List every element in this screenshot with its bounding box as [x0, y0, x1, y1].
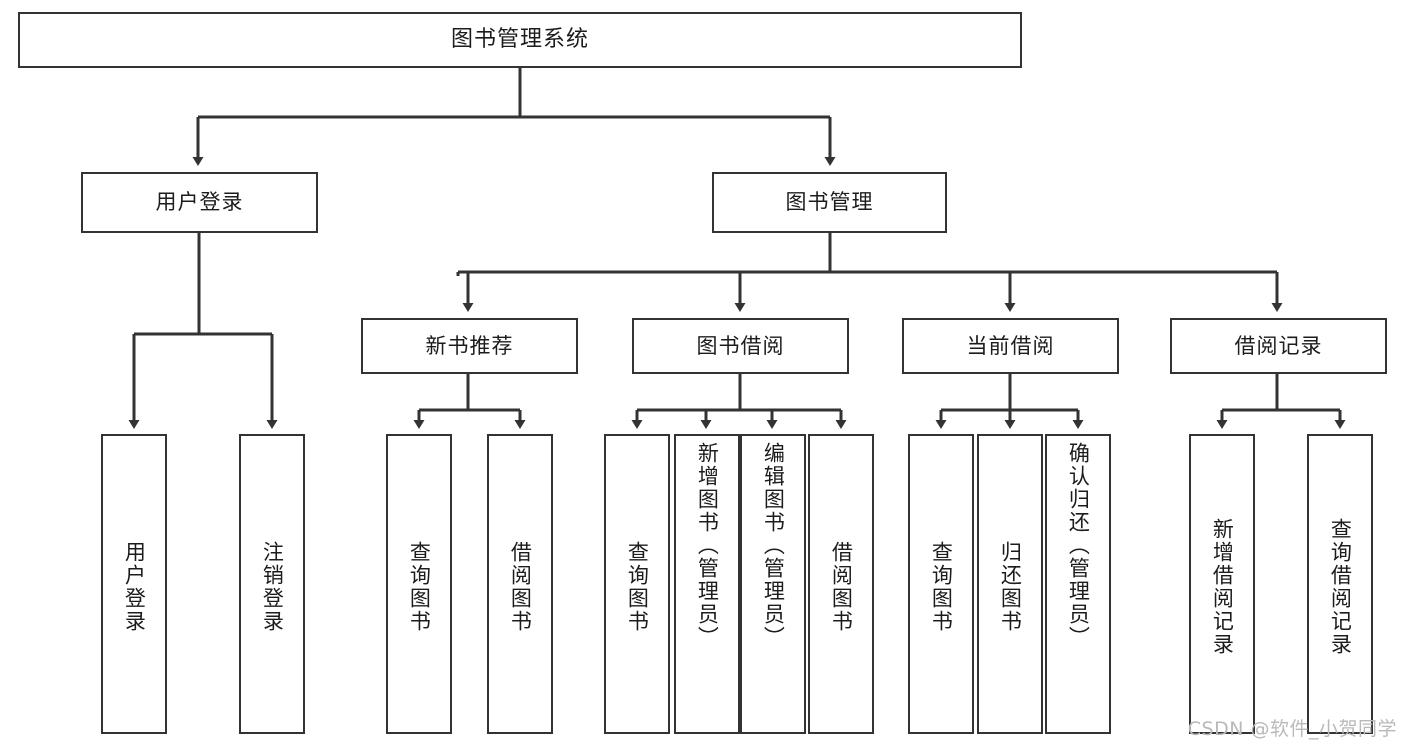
- node-book-manage[interactable]: 图书管理: [712, 172, 947, 233]
- leaf-confirm-return[interactable]: 确认归还（管理员）: [1045, 434, 1111, 734]
- leaf-query-book-recommend[interactable]: 查询图书: [386, 434, 452, 734]
- node-root-book-management-system[interactable]: 图书管理系统: [18, 12, 1022, 68]
- leaf-return-book[interactable]: 归还图书: [977, 434, 1043, 734]
- leaf-query-book-borrow[interactable]: 查询图书: [604, 434, 670, 734]
- leaf-query-book-borrow-text: 查询图书: [625, 541, 650, 633]
- leaf-query-borrow-record-text: 查询借阅记录: [1328, 518, 1353, 656]
- leaf-query-book-current[interactable]: 查询图书: [908, 434, 974, 734]
- leaf-confirm-return-text: 确认归还（管理员）: [1066, 442, 1091, 649]
- leaf-user-login-text: 用户登录: [122, 541, 147, 633]
- watermark-text: CSDN @软件_小贺同学: [1187, 718, 1397, 740]
- leaf-borrow-book-recommend[interactable]: 借阅图书: [487, 434, 553, 734]
- node-book-borrow[interactable]: 图书借阅: [632, 318, 849, 374]
- leaf-user-logout-text: 注销登录: [260, 541, 285, 633]
- leaf-query-book-current-text: 查询图书: [929, 541, 954, 633]
- leaf-add-book[interactable]: 新增图书（管理员）: [674, 434, 740, 734]
- leaf-add-borrow-record-text: 新增借阅记录: [1210, 518, 1235, 656]
- node-user-login[interactable]: 用户登录: [81, 172, 318, 233]
- node-book-borrow-label: 图书借阅: [696, 333, 785, 358]
- leaf-borrow-book-recommend-text: 借阅图书: [508, 541, 533, 633]
- leaf-edit-book-text: 编辑图书（管理员）: [761, 442, 786, 649]
- node-root-label: 图书管理系统: [450, 27, 589, 53]
- leaf-borrow-book[interactable]: 借阅图书: [808, 434, 874, 734]
- node-current-borrow[interactable]: 当前借阅: [902, 318, 1119, 374]
- leaf-query-book-recommend-text: 查询图书: [407, 541, 432, 633]
- node-new-book-recommend[interactable]: 新书推荐: [361, 318, 578, 374]
- node-book-manage-label: 图书管理: [785, 190, 874, 215]
- node-user-login-label: 用户登录: [155, 190, 244, 215]
- node-borrow-record[interactable]: 借阅记录: [1170, 318, 1387, 374]
- leaf-edit-book[interactable]: 编辑图书（管理员）: [740, 434, 806, 734]
- leaf-user-login[interactable]: 用户登录: [101, 434, 167, 734]
- leaf-user-logout[interactable]: 注销登录: [239, 434, 305, 734]
- leaf-add-borrow-record[interactable]: 新增借阅记录: [1189, 434, 1255, 734]
- leaf-query-borrow-record[interactable]: 查询借阅记录: [1307, 434, 1373, 734]
- node-new-book-recommend-label: 新书推荐: [425, 333, 514, 358]
- leaf-borrow-book-text: 借阅图书: [829, 541, 854, 633]
- node-current-borrow-label: 当前借阅: [966, 333, 1055, 358]
- leaf-add-book-text: 新增图书（管理员）: [695, 442, 720, 649]
- leaf-return-book-text: 归还图书: [998, 541, 1023, 633]
- node-borrow-record-label: 借阅记录: [1234, 333, 1323, 358]
